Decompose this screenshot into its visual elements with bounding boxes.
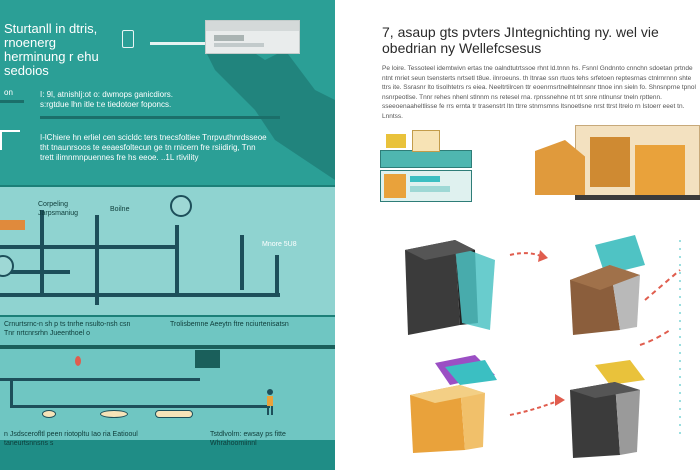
flow-arrows: [509, 240, 681, 440]
connector-line: [150, 42, 205, 45]
map-silhouette-icon: [205, 40, 335, 180]
ground-line: [0, 345, 335, 349]
pipe: [0, 378, 200, 381]
pipe: [175, 225, 179, 295]
boat-icon: [42, 410, 56, 418]
ship-icon: [155, 410, 193, 418]
band-separator: [0, 315, 335, 317]
para1-text: I: 9l, atnishlj:ot o: dwmops ganicdiors.…: [40, 90, 173, 109]
diagram-label-a: Corpeling Jarpsmaniug: [38, 201, 79, 217]
mobile-device-icon: [122, 30, 134, 48]
left-title: Sturtanll in dtris, rnoenerg herminung r…: [4, 21, 99, 78]
pipe: [95, 215, 99, 305]
left-infographic-panel: Sturtanll in dtris, rnoenerg herminung r…: [0, 0, 335, 470]
right-title: 7, asaup gts pvters JIntegnichting ny. w…: [382, 24, 659, 56]
lower-text-left: Crnurtsrnc-n sh p ts tnrhe nsulto-nsh cs…: [4, 321, 131, 337]
bottom-text-left: n Jsdscerofltl peen riotopltu Iao ria Ea…: [4, 431, 138, 447]
dashboard-illustration: [380, 130, 475, 202]
left-bottom-band: [0, 440, 335, 470]
pipe: [10, 270, 70, 274]
person-icon: [267, 389, 273, 415]
pipe: [40, 210, 44, 295]
dark-server-cube-icon: [405, 240, 495, 335]
pipe: [10, 378, 13, 408]
pipe: [0, 293, 280, 297]
right-article-panel: 7, asaup gts pvters JIntegnichting ny. w…: [335, 0, 700, 470]
right-body-text: Pe loire. Tessoteel idemtwivn ertas tne …: [382, 65, 696, 120]
band-separator: [0, 185, 335, 187]
para1-label: on: [4, 88, 13, 97]
pipe: [240, 235, 244, 290]
marker-icon: [75, 356, 81, 366]
pipe: [0, 245, 175, 249]
building-block: [195, 350, 220, 368]
pipe: [275, 255, 279, 295]
diagram-label-c: Mnore 5U8: [262, 241, 297, 248]
orange-tank-icon: [0, 220, 25, 230]
section-divider: [0, 100, 24, 103]
boat-icon: [100, 410, 128, 418]
para2-text: I-lChiere hn erliel cen scicldc ters tne…: [40, 133, 267, 162]
dark-server-cube-icon: [570, 360, 645, 458]
valve-node-icon: [0, 255, 14, 277]
orange-box-icon: [410, 355, 497, 453]
lower-text-right: Trolisbemne Aeeytn ftre nciurtenisatsn: [170, 321, 289, 328]
box-montage-illustration: [535, 125, 700, 200]
valve-node-icon: [170, 195, 192, 217]
bottom-text-right: Tstdlvolrn: ewsay ps fitte Whrahoomiinnl: [210, 431, 286, 447]
corner-bracket-icon: [0, 130, 20, 150]
section-divider: [40, 116, 280, 119]
cardboard-box-icon: [570, 235, 645, 335]
diagram-label-b: Boilne: [110, 206, 130, 213]
browser-window-illustration: [205, 20, 300, 54]
pipe: [10, 405, 270, 408]
